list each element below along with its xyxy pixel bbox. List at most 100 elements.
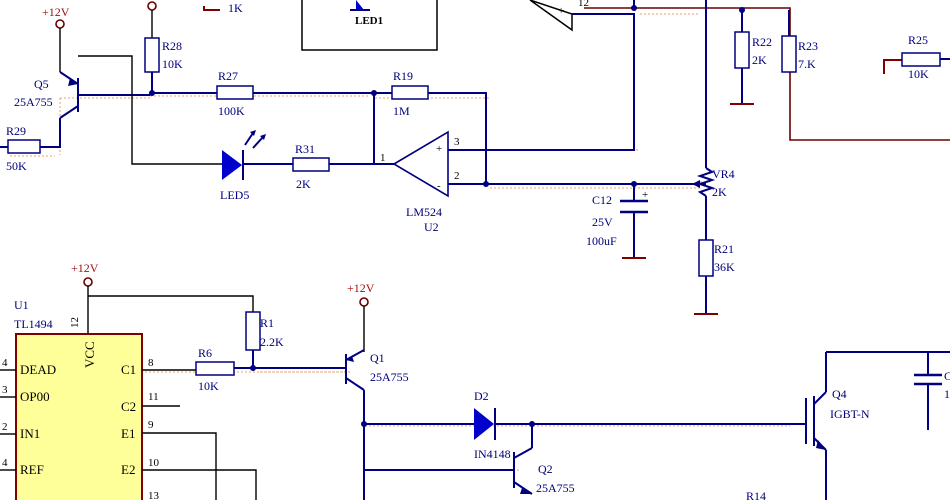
junction xyxy=(631,181,637,187)
r25-label: R25 xyxy=(908,33,928,47)
u2-part: LM524 xyxy=(406,205,442,219)
led1-icon xyxy=(356,0,364,10)
r25-value: 10K xyxy=(908,67,929,81)
r29-value: 50K xyxy=(6,159,27,173)
c-right-value: 1 xyxy=(944,387,950,401)
wire xyxy=(78,55,222,165)
u1-pin8: 8 xyxy=(148,357,154,369)
wire xyxy=(448,13,635,151)
u1-in1: IN1 xyxy=(20,426,40,441)
u1-c1: C1 xyxy=(121,362,136,377)
opamp-u2 xyxy=(392,130,449,198)
resistor-r31 xyxy=(292,157,330,172)
d2-part: IN4148 xyxy=(474,447,511,461)
r23-value: 7.K xyxy=(798,57,816,71)
transistor-q2 xyxy=(364,447,533,495)
r21-label: R21 xyxy=(714,242,734,256)
wire xyxy=(428,92,487,185)
potentiometer-vr4 xyxy=(692,0,716,240)
c12-plus: + xyxy=(642,189,648,201)
vr4-label: VR4 xyxy=(712,167,735,181)
power-terminal xyxy=(55,19,65,29)
q4-label: Q4 xyxy=(832,387,847,401)
r31-value: 2K xyxy=(296,177,311,191)
junction xyxy=(483,181,489,187)
opamp-top xyxy=(529,0,573,32)
vr4-value: 2K xyxy=(712,185,727,199)
u1-pin11: 11 xyxy=(148,391,159,403)
u2-pin1: 1 xyxy=(380,152,386,164)
r23-label: R23 xyxy=(798,39,818,53)
r27-value: 100K xyxy=(218,104,245,118)
r6-value: 10K xyxy=(198,379,219,393)
r29-label: R29 xyxy=(6,124,26,138)
ic-u1 xyxy=(15,333,143,500)
u1-label: U1 xyxy=(14,298,29,312)
r1-label: R1 xyxy=(260,316,274,330)
junction xyxy=(361,421,367,427)
c12-voltage: 25V xyxy=(592,215,613,229)
u1-pin-dead: 4 xyxy=(2,357,8,369)
c12-value: 100uF xyxy=(586,234,617,248)
resistor-r6 xyxy=(195,361,235,376)
r28-value: 10K xyxy=(162,57,183,71)
u2-plus: + xyxy=(436,143,442,155)
transistor-q5 xyxy=(59,71,150,148)
u1-c2: C2 xyxy=(121,399,136,414)
resistor-r21 xyxy=(698,239,714,277)
junction xyxy=(250,365,256,371)
u2-pin3: 3 xyxy=(454,136,460,148)
resistor-r19 xyxy=(391,85,429,100)
u1-pin-op: 3 xyxy=(2,384,8,396)
r-1k-value: 1K xyxy=(228,1,243,15)
c-right-label: C xyxy=(944,369,950,383)
r22-value: 2K xyxy=(752,53,767,67)
r31-label: R31 xyxy=(295,142,315,156)
resistor-r22 xyxy=(734,31,750,69)
u1-pin10: 10 xyxy=(148,457,160,469)
r21-value: 36K xyxy=(714,260,735,274)
u1-pin-ref: 4 xyxy=(2,457,8,469)
led5-label: LED5 xyxy=(220,188,249,202)
igbt-q4 xyxy=(805,351,950,500)
resistor-r27 xyxy=(216,85,254,100)
resistor-r23 xyxy=(781,35,797,73)
vcc-label: +12V xyxy=(42,5,70,19)
q1-part: 25A755 xyxy=(370,370,409,384)
wire xyxy=(142,469,257,500)
resistor-r25 xyxy=(901,52,941,67)
r27-label: R27 xyxy=(218,69,238,83)
u1-e1: E1 xyxy=(121,426,135,441)
diode-d2 xyxy=(474,408,494,440)
r6-label: R6 xyxy=(198,346,212,360)
led1-box xyxy=(301,0,438,51)
resistor-r29 xyxy=(7,139,41,154)
c12-label: C12 xyxy=(592,193,612,207)
u1-dead: DEAD xyxy=(20,362,56,377)
r14-label: R14 xyxy=(746,489,766,500)
power-terminal xyxy=(359,297,369,307)
q2-part: 25A755 xyxy=(536,481,575,495)
u1-pin12: 12 xyxy=(69,317,81,328)
wire xyxy=(88,295,254,312)
u1-part: TL1494 xyxy=(14,317,53,331)
u1-e2: E2 xyxy=(121,462,135,477)
u1-vcc: VCC xyxy=(82,341,97,368)
r19-value: 1M xyxy=(393,104,410,118)
r1-value: 2.2K xyxy=(260,335,284,349)
u2-label: U2 xyxy=(424,220,439,234)
top-opamp-pin12: 12 xyxy=(578,0,589,9)
top-opamp-plus: + xyxy=(558,5,564,17)
u1-pin13: 13 xyxy=(148,490,160,500)
resistor-r28 xyxy=(144,37,160,73)
vcc-label: +12V xyxy=(71,261,99,275)
ground-symbol xyxy=(883,59,902,74)
u1-ref: REF xyxy=(20,462,44,477)
u1-pin9: 9 xyxy=(148,419,154,431)
d2-label: D2 xyxy=(474,389,489,403)
u1-pin-in1: 2 xyxy=(2,421,8,433)
transistor-q1 xyxy=(345,349,365,500)
q5-part: 25A755 xyxy=(14,95,53,109)
r28-label: R28 xyxy=(162,39,182,53)
